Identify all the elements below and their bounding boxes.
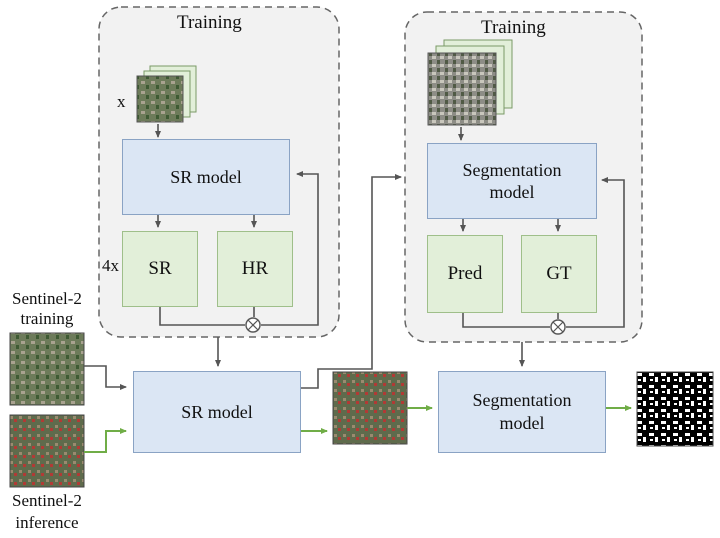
loss-operator-left — [245, 317, 261, 333]
sr-output-box: SR — [122, 231, 198, 307]
sr-model-training-box: SR model — [122, 139, 290, 215]
input-x-label: x — [117, 92, 126, 111]
sentinel-inference-line1: Sentinel-2 — [12, 491, 82, 510]
sentinel-training-image — [9, 332, 85, 406]
sentinel-training-line1: Sentinel-2 — [12, 289, 82, 308]
seg-model-training-line1: Segmentation — [462, 159, 562, 180]
sentinel-training-line2: training — [20, 309, 74, 328]
segmentation-model-training-box: Segmentation model — [427, 143, 597, 219]
scale-factor-label: 4x — [102, 256, 119, 275]
seg-model-pipeline-line2: model — [499, 413, 545, 433]
sr-training-input-stack — [136, 65, 197, 123]
segmentation-model-pipeline-box: Segmentation model — [438, 371, 606, 453]
gt-box: GT — [521, 235, 597, 313]
seg-model-training-line2: model — [489, 182, 535, 202]
sentinel-inference-label: Sentinel-2 inference — [4, 490, 90, 534]
loss-operator-right — [550, 319, 566, 335]
sr-model-pipeline-box: SR model — [133, 371, 301, 453]
sentinel-training-label: Sentinel-2 training — [4, 289, 90, 329]
sr-output-image — [332, 371, 408, 445]
training-title-left: Training — [177, 12, 242, 33]
seg-model-pipeline-line1: Segmentation — [472, 389, 572, 410]
pred-box: Pred — [427, 235, 503, 313]
segmentation-mask-image — [636, 371, 714, 447]
training-title-right: Training — [481, 17, 546, 38]
hr-target-box: HR — [217, 231, 293, 307]
seg-training-input-stack — [427, 39, 513, 126]
sentinel-inference-image — [9, 414, 85, 488]
sentinel-inference-line2: inference — [15, 513, 79, 532]
